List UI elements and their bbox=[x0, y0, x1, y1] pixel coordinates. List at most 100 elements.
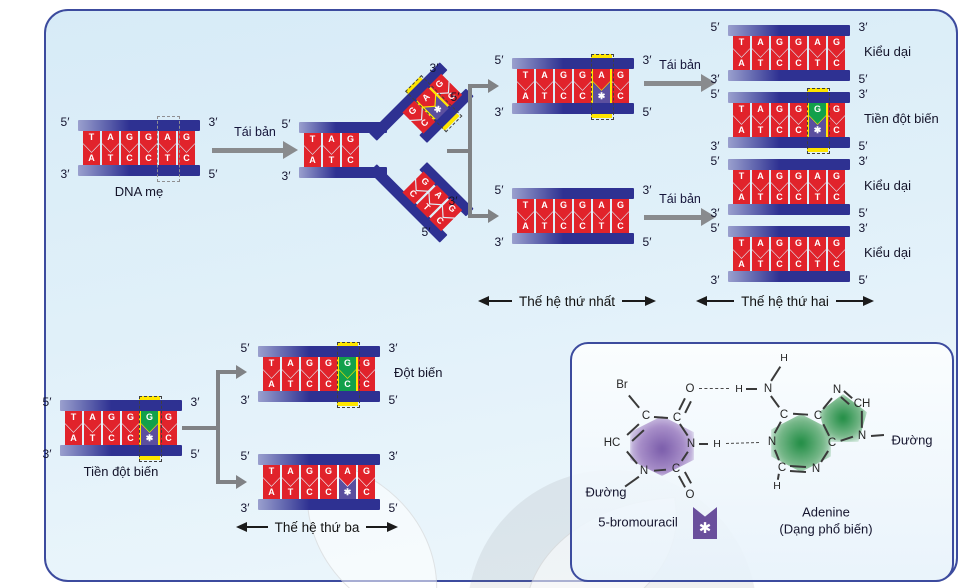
base-g: G bbox=[160, 411, 177, 432]
duplex-caption: Tiền đột biến bbox=[83, 464, 159, 479]
base-letter: T bbox=[70, 412, 77, 422]
dna-rail-top bbox=[728, 92, 850, 103]
base-letter: G bbox=[578, 200, 586, 210]
generation-label-text: Thế hệ thứ nhất bbox=[518, 293, 616, 309]
arrow-head bbox=[478, 296, 489, 306]
base-g: G bbox=[790, 170, 807, 191]
base-letter: G bbox=[832, 104, 840, 114]
base-letter: G bbox=[305, 466, 313, 476]
strand-end-label: 3′ bbox=[710, 273, 720, 287]
base-g: G bbox=[828, 170, 845, 191]
strand-end-label: 5′ bbox=[494, 183, 504, 197]
atom-hc: HC bbox=[603, 437, 621, 449]
base-c: C bbox=[612, 82, 629, 103]
strand-end-label: 3′ bbox=[494, 105, 504, 119]
base-g: G bbox=[339, 357, 356, 378]
base-letter: G bbox=[559, 70, 567, 80]
chemical-bond bbox=[770, 366, 781, 382]
base-c: C bbox=[790, 183, 807, 204]
strand-end-label: 5′ bbox=[42, 395, 52, 409]
dna-rail-top bbox=[78, 120, 200, 131]
atom-c: C bbox=[641, 410, 651, 422]
sugar-label-left: Đường bbox=[585, 484, 627, 500]
base-t: T bbox=[752, 49, 769, 70]
base-g: G bbox=[771, 103, 788, 124]
base-letter: T bbox=[598, 221, 605, 231]
adenine-form-label: (Dạng phổ biến) bbox=[779, 521, 873, 537]
base-c: C bbox=[828, 183, 845, 204]
base-letter: T bbox=[328, 155, 335, 165]
base-letter: C bbox=[833, 192, 840, 202]
base-c: C bbox=[339, 370, 356, 391]
base-letter: T bbox=[268, 466, 275, 476]
replication-arrow bbox=[212, 147, 285, 153]
atom-o: O bbox=[685, 489, 695, 501]
base-letter: G bbox=[616, 70, 624, 80]
strand-end-label: 3′ bbox=[388, 449, 398, 463]
base-letter: C bbox=[145, 153, 152, 163]
base-g: G bbox=[771, 170, 788, 191]
base-letter: G bbox=[794, 104, 802, 114]
base-letter: C bbox=[833, 125, 840, 135]
bromouracil-label: 5-bromouracil bbox=[598, 514, 678, 530]
dna-rail-bottom bbox=[78, 165, 200, 176]
base-c: C bbox=[358, 478, 375, 499]
dashed-outline bbox=[157, 116, 180, 182]
base-c: C bbox=[555, 212, 572, 233]
base-t: T bbox=[323, 146, 340, 167]
base-letter: C bbox=[325, 379, 332, 389]
base-t: T bbox=[809, 183, 826, 204]
base-letter: A bbox=[738, 58, 745, 68]
base-letter: C bbox=[617, 221, 624, 231]
base-a: A bbox=[83, 144, 100, 165]
mutagen-highlight-outline bbox=[337, 342, 360, 408]
strand-end-label: 3′ bbox=[448, 194, 458, 208]
chemical-bond bbox=[699, 443, 708, 445]
chemical-bond bbox=[678, 397, 686, 411]
base-letter: C bbox=[325, 487, 332, 497]
duplex-caption: Đột biến bbox=[394, 365, 443, 380]
replication-arrow-label: Tái bản bbox=[234, 125, 276, 139]
strand-end-label: 5′ bbox=[494, 53, 504, 67]
base-letter: C bbox=[126, 153, 133, 163]
base-t: T bbox=[517, 69, 534, 90]
mutagen-highlight-outline bbox=[139, 396, 162, 462]
atom-c: C bbox=[777, 462, 787, 474]
base-letter: T bbox=[738, 104, 745, 114]
base-a: A bbox=[752, 103, 769, 124]
base-g: G bbox=[178, 131, 195, 152]
base-letter: G bbox=[775, 238, 783, 248]
base-a: A bbox=[733, 183, 750, 204]
base-letter: G bbox=[616, 200, 624, 210]
base-t: T bbox=[593, 212, 610, 233]
base-letter: A bbox=[738, 259, 745, 269]
connector-bracket bbox=[218, 480, 238, 484]
base-letter: T bbox=[757, 259, 764, 269]
connector-bracket bbox=[447, 149, 470, 153]
arrow-head bbox=[645, 296, 657, 306]
generation-label-3: Thế hệ thứ ba bbox=[236, 519, 398, 535]
base-letter: A bbox=[522, 91, 529, 101]
atom-n: N bbox=[811, 463, 821, 475]
base-5bu: ✱ bbox=[339, 478, 356, 499]
base-letter: T bbox=[814, 58, 821, 68]
base-letter: G bbox=[126, 412, 134, 422]
base-c: C bbox=[771, 250, 788, 271]
strand-end-label: 5′ bbox=[281, 117, 291, 131]
base-letter: C bbox=[795, 192, 802, 202]
base-c: C bbox=[301, 478, 318, 499]
base-letter: T bbox=[757, 125, 764, 135]
strand-end-label: 5′ bbox=[60, 115, 70, 129]
strand-end-label: 5′ bbox=[450, 90, 460, 104]
base-letter: T bbox=[107, 153, 114, 163]
base-a: A bbox=[517, 82, 534, 103]
base-t: T bbox=[102, 144, 119, 165]
base-a: A bbox=[752, 36, 769, 57]
